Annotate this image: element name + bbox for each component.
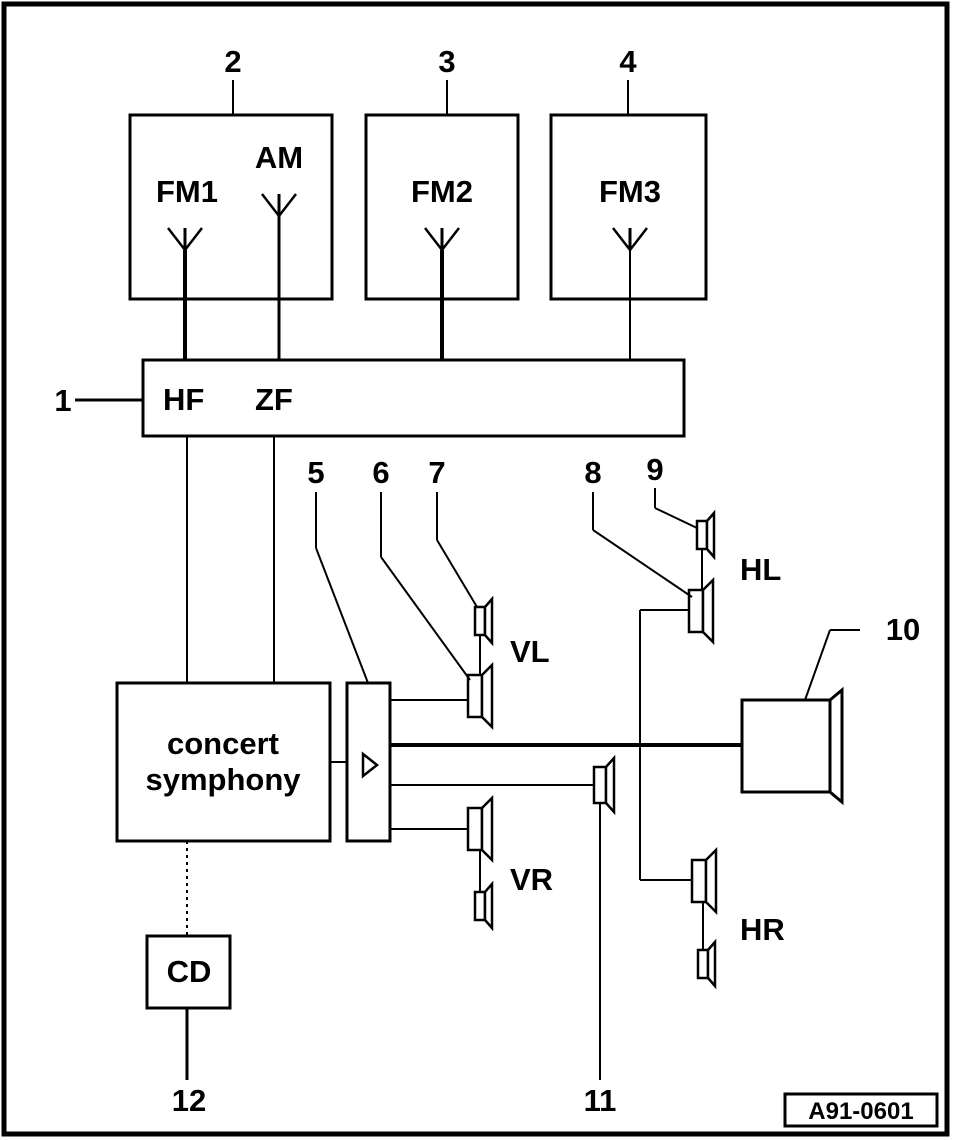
callout-1: 1	[54, 383, 71, 418]
callout-8: 8	[584, 455, 601, 490]
amplifier-triangle-icon	[361, 751, 380, 779]
speaker-icon	[695, 509, 716, 561]
tuner-module	[141, 358, 686, 438]
callout-9: 9	[646, 452, 663, 487]
subwoofer-icon	[740, 686, 844, 806]
callout-3: 3	[438, 44, 455, 79]
callout-12: 12	[172, 1083, 206, 1118]
antenna-box-2	[128, 113, 334, 301]
speaker-icon	[466, 661, 494, 731]
cd-label: CD	[167, 954, 212, 989]
speaker-icon	[592, 754, 616, 816]
head-unit	[115, 681, 332, 843]
speaker-label-hl: HL	[740, 552, 781, 587]
speaker-label-vl: VL	[510, 634, 550, 669]
module-label-zf: ZF	[255, 382, 293, 417]
speaker-icon	[473, 595, 494, 647]
callout-4: 4	[619, 44, 637, 79]
callout-5: 5	[307, 455, 324, 490]
antenna-label-fm2: FM2	[411, 174, 473, 209]
callout-6: 6	[372, 455, 389, 490]
figure-id-box	[783, 1092, 939, 1128]
antenna-label-fm1: FM1	[156, 174, 218, 209]
callout-11: 11	[584, 1083, 617, 1118]
antenna-label-fm3: FM3	[599, 174, 661, 209]
module-label-hf: HF	[163, 382, 204, 417]
head-unit-label-line1: concert	[167, 726, 279, 761]
cd-player	[145, 934, 232, 1010]
speaker-icon	[473, 880, 494, 932]
speaker-icon	[687, 576, 715, 646]
head-unit-label-line2: symphony	[145, 762, 301, 797]
speaker-icon	[690, 846, 718, 916]
speaker-icon	[466, 794, 494, 864]
callout-7: 7	[428, 455, 445, 490]
speaker-label-vr: VR	[510, 862, 553, 897]
antenna-label-am: AM	[255, 140, 303, 175]
callout-2: 2	[224, 44, 241, 79]
speaker-label-hr: HR	[740, 912, 785, 947]
antenna-box-4	[549, 113, 708, 301]
callout-10: 10	[886, 612, 920, 647]
speaker-icon	[696, 938, 717, 990]
amplifier	[345, 681, 392, 843]
figure-id: A91-0601	[808, 1098, 913, 1125]
